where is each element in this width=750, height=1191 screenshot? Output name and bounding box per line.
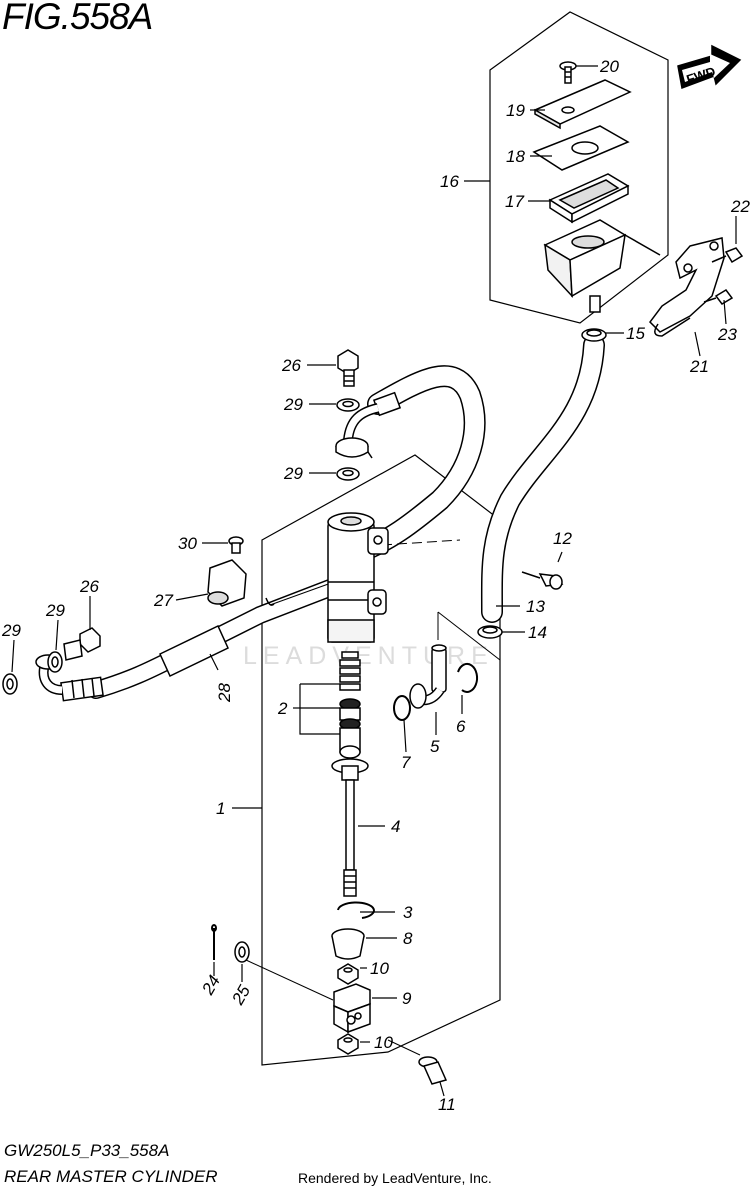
callout-29-b: 29: [283, 464, 303, 483]
bracket-21-icon: [649, 237, 725, 337]
callout-26-upper: 26: [281, 356, 301, 375]
callout-17: 17: [505, 192, 524, 211]
washer-29-c-icon: [47, 651, 63, 673]
piston-spring-2-icon: [339, 651, 361, 753]
callout-21: 21: [689, 357, 709, 376]
clamp-15-icon: [581, 328, 607, 342]
diaphragm-plate-18-icon: [532, 125, 630, 171]
banjo-bolt-26-upper-icon: [337, 349, 359, 387]
callout-12: 12: [553, 529, 572, 548]
callout-leaders: [11, 65, 737, 1097]
reservoir-hose-13-icon: [480, 334, 605, 623]
callout-6: 6: [456, 717, 466, 736]
bolt-12-icon: [521, 571, 564, 590]
washer-29-a-icon: [336, 398, 360, 412]
callout-4: 4: [391, 817, 400, 836]
callout-25: 25: [228, 982, 255, 1009]
callout-28: 28: [215, 683, 234, 703]
callout-15: 15: [626, 324, 645, 343]
reservoir-16-icon: [543, 219, 661, 313]
circlip-6-icon: [457, 662, 479, 693]
callout-19: 19: [506, 101, 525, 120]
callout-3: 3: [403, 903, 413, 922]
clevis-9-icon: [333, 983, 371, 1034]
callout-2: 2: [277, 699, 288, 718]
screw-30-icon: [228, 536, 244, 554]
nut-10-upper-icon: [337, 963, 359, 985]
figure-title: FIG.558A: [2, 0, 153, 37]
clevis-pin-11-icon: [418, 1056, 448, 1085]
bolt-23-icon: [703, 289, 734, 305]
reservoir-cap-19-icon: [533, 79, 632, 130]
circlip-3-icon: [337, 901, 375, 919]
fwd-arrow-icon: FWD: [677, 44, 742, 90]
callout-9: 9: [402, 989, 412, 1008]
callout-16: 16: [440, 172, 459, 191]
master-cylinder-body-icon: [327, 512, 389, 643]
washer-25-icon: [234, 941, 250, 963]
hose-guide-icon: [265, 597, 275, 606]
nut-10-lower-icon: [337, 1033, 359, 1055]
callout-14: 14: [528, 623, 547, 642]
diaphragm-17-icon: [548, 173, 630, 224]
master-cylinder-group-frame: [261, 454, 501, 1066]
callout-11: 11: [438, 1095, 456, 1114]
push-rod-4-icon: [331, 745, 369, 897]
callout-26-lower: 26: [79, 577, 99, 596]
model-code: GW250L5_P33_558A: [4, 1141, 170, 1160]
reservoir-group-frame: [489, 11, 669, 324]
diagram-title: REAR MASTER CYLINDER: [4, 1167, 218, 1186]
o-ring-7-icon: [393, 695, 411, 721]
callout-20: 20: [599, 57, 619, 76]
callout-10-upper: 10: [370, 959, 389, 978]
callout-30: 30: [178, 534, 197, 553]
hose-fitting-lower-icon: [35, 654, 104, 702]
hose-clamp-27-icon: [207, 559, 247, 607]
connector-5-icon: [409, 644, 447, 709]
washer-29-d-icon: [2, 673, 18, 695]
callout-29-d: 29: [1, 621, 21, 640]
callout-5: 5: [430, 737, 440, 756]
cotter-pin-24-icon: [211, 924, 217, 960]
callout-22: 22: [730, 197, 750, 216]
callout-27: 27: [153, 591, 173, 610]
callout-23: 23: [717, 325, 737, 344]
callout-24: 24: [198, 972, 224, 999]
callout-1: 1: [216, 799, 225, 818]
washer-29-b-icon: [336, 467, 360, 481]
watermark: LEADVENTURE: [243, 642, 494, 670]
clamp-14-icon: [477, 625, 503, 639]
callout-18: 18: [506, 147, 525, 166]
banjo-bolt-26-lower-icon: [63, 627, 101, 661]
callout-13: 13: [526, 597, 545, 616]
hose-sleeve-28-icon: [159, 624, 229, 678]
callout-29-c: 29: [45, 601, 65, 620]
bolt-22-icon: [711, 247, 744, 264]
hose-fitting-upper-icon: [335, 391, 402, 459]
screw-20-icon: [559, 61, 577, 84]
brake-hose-upper-icon: [349, 365, 486, 563]
callout-10-lower: 10: [374, 1033, 393, 1052]
callout-numbers: 1 2 3 4 5 6 7 8 9 10 10 11 12 13 14 15 1…: [1, 57, 750, 1114]
callout-8: 8: [403, 929, 413, 948]
callout-29-a: 29: [283, 395, 303, 414]
render-credit: Rendered by LeadVenture, Inc.: [298, 1170, 492, 1186]
boot-8-icon: [331, 928, 365, 960]
callout-7: 7: [401, 753, 411, 772]
